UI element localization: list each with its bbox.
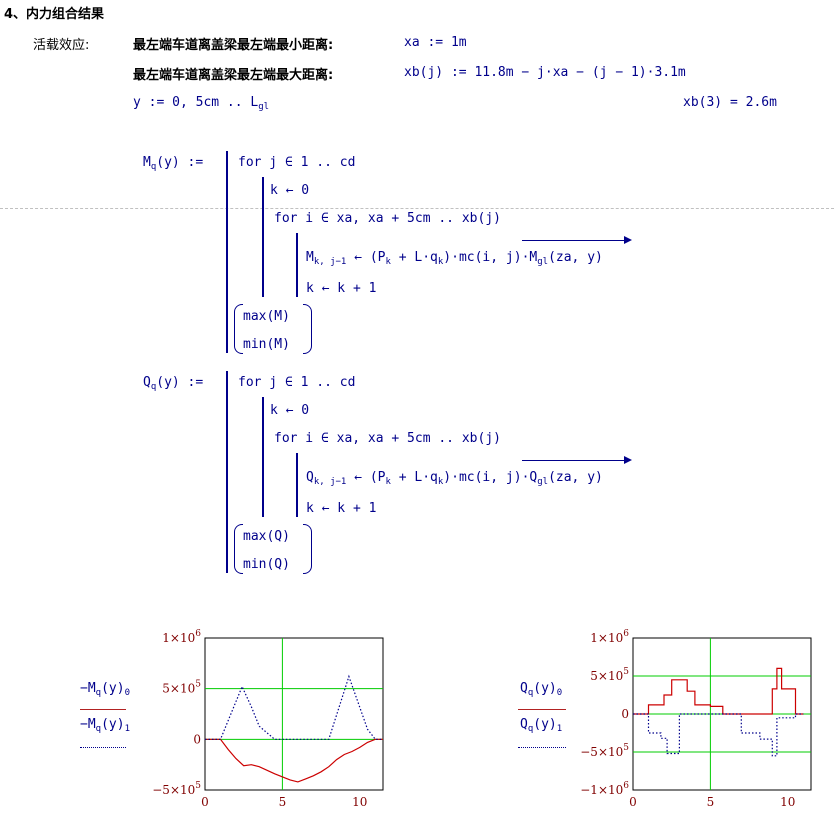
y-range-definition[interactable]: y := 0, 5cm .. Lgl: [133, 95, 270, 112]
qq-vectorize-arrow: [522, 456, 632, 464]
q-chart-ytick: −5×105: [580, 743, 629, 759]
m-chart-frame: [204, 637, 384, 791]
page-break-line: [0, 208, 834, 209]
mq-assignment: Mk, j−1 ← (Pk + L·qk)·mc(i, j)·Mgl(za, y…: [306, 250, 603, 267]
m-legend-series0: −Mq(y)0: [80, 681, 130, 698]
qq-k-init: k ← 0: [270, 403, 310, 418]
q-legend-series0: Qq(y)0: [520, 681, 563, 698]
m-chart-series-1: [205, 674, 383, 740]
m-legend-line-blue: [80, 747, 126, 748]
min-distance-label: 最左端车道离盖梁最左端最小距离:: [133, 38, 334, 53]
qq-innermost-bar: [296, 453, 298, 517]
mq-definition-lhs[interactable]: Mq(y) :=: [143, 155, 204, 172]
m-chart-ytick: 1×106: [162, 629, 201, 645]
qq-inner-bar: [262, 397, 264, 517]
mq-max: max(M): [243, 309, 290, 324]
mq-program-bar: [226, 151, 228, 353]
m-chart-series-0: [205, 738, 383, 783]
qq-assignment: Qk, j−1 ← (Pk + L·qk)·mc(i, j)·Qgl(za, y…: [306, 470, 603, 487]
live-load-label: 活载效应:: [33, 38, 90, 53]
mq-inner-bar: [262, 177, 264, 297]
m-chart-xtick: 5: [279, 795, 287, 809]
qq-definition-lhs[interactable]: Qq(y) :=: [143, 375, 204, 392]
max-distance-label: 最左端车道离盖梁最左端最大距离:: [133, 68, 334, 83]
xb3-result[interactable]: xb(3) = 2.6m: [683, 95, 777, 110]
mq-min: min(M): [243, 337, 290, 352]
q-chart-ytick: 1×106: [590, 629, 629, 645]
q-legend-line-blue: [518, 747, 566, 748]
mq-vectorize-arrow: [522, 236, 632, 244]
section-title: 4、内力组合结果: [4, 7, 105, 22]
qq-program-bar: [226, 371, 228, 573]
q-chart-xtick: 0: [629, 795, 637, 809]
q-chart-series-0: [633, 667, 804, 715]
q-chart-series-1: [633, 713, 804, 757]
qq-left-paren: [234, 524, 243, 574]
mq-innermost-bar: [296, 233, 298, 297]
xa-definition[interactable]: xa := 1m: [404, 35, 467, 50]
mq-for-i: for i ∈ xa, xa + 5cm .. xb(j): [274, 211, 501, 226]
m-chart-xtick: 0: [201, 795, 209, 809]
qq-for-i: for i ∈ xa, xa + 5cm .. xb(j): [274, 431, 501, 446]
qq-min: min(Q): [243, 557, 290, 572]
m-chart-ytick: 5×105: [162, 680, 201, 696]
qq-for-j: for j ∈ 1 .. cd: [238, 375, 356, 390]
mq-left-paren: [234, 304, 243, 354]
q-legend-line-red: [518, 709, 566, 710]
m-legend-line-red: [80, 709, 126, 710]
q-chart-xtick: 10: [780, 795, 795, 809]
mq-k-init: k ← 0: [270, 183, 310, 198]
m-chart-ytick: −5×105: [152, 781, 201, 797]
shear-chart[interactable]: 0 5 10 1×106 5×105 0 −5×105 −1×106: [578, 622, 818, 812]
m-chart-xtick: 10: [352, 795, 367, 809]
xb-definition[interactable]: xb(j) := 11.8m − j·xa − (j − 1)·3.1m: [404, 65, 686, 80]
qq-k-increment: k ← k + 1: [306, 501, 377, 516]
q-chart-ytick: 0: [621, 707, 629, 721]
mq-k-increment: k ← k + 1: [306, 281, 377, 296]
qq-right-paren: [303, 524, 312, 574]
m-legend-series1: −Mq(y)1: [80, 717, 130, 734]
mq-for-j: for j ∈ 1 .. cd: [238, 155, 356, 170]
q-legend-series1: Qq(y)1: [520, 717, 563, 734]
q-chart-ytick: −1×106: [580, 781, 629, 797]
m-chart-ytick: 0: [193, 732, 201, 746]
q-chart-ytick: 5×105: [590, 667, 629, 683]
mq-right-paren: [303, 304, 312, 354]
qq-max: max(Q): [243, 529, 290, 544]
q-chart-xtick: 5: [707, 795, 715, 809]
